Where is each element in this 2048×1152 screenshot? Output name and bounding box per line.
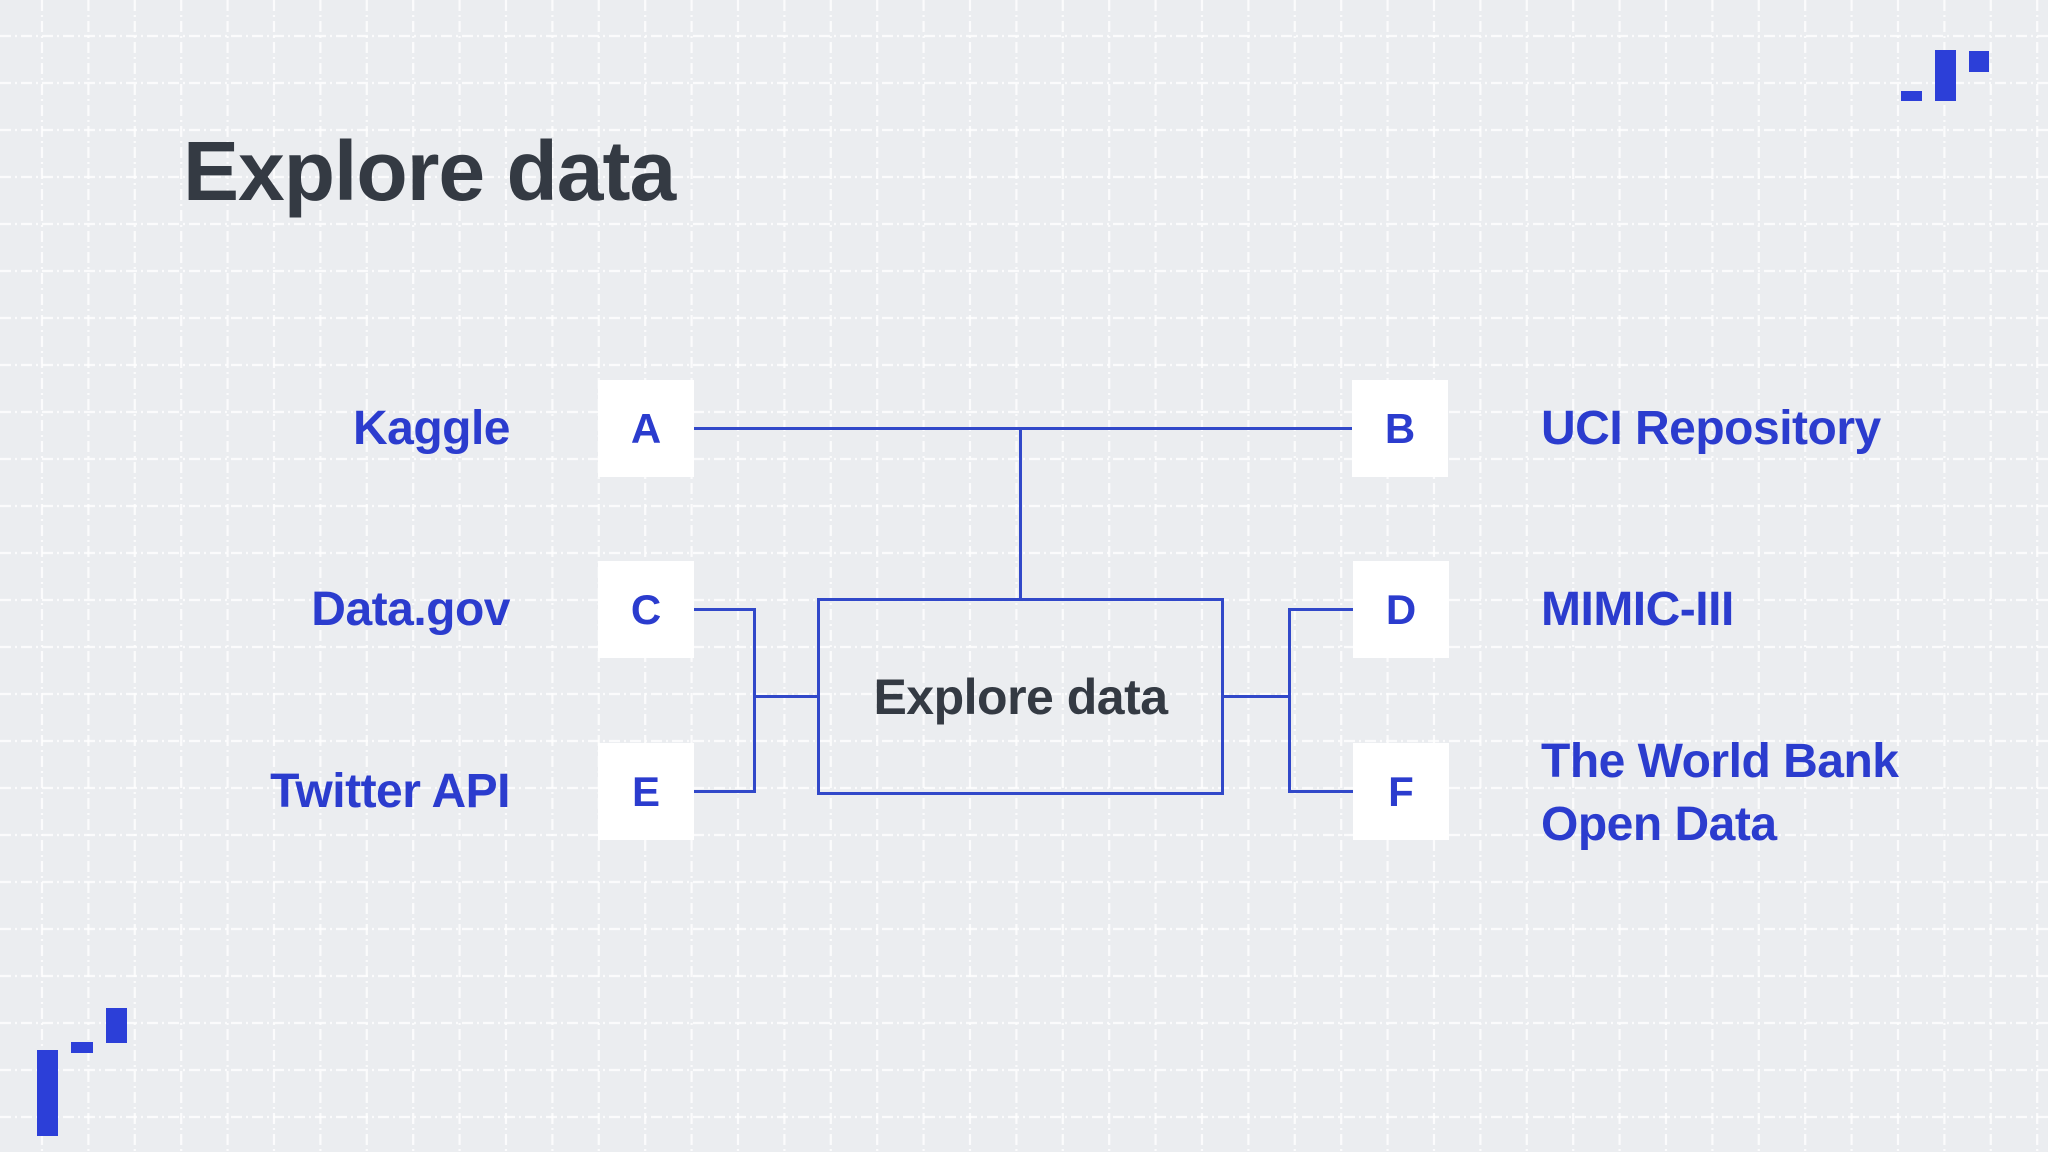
center-box-label: Explore data xyxy=(873,668,1168,725)
connector-left-bus xyxy=(753,608,756,793)
connector-bus-to-center-left xyxy=(755,695,818,698)
connector-right-bus xyxy=(1288,608,1291,793)
node-tile-a: A xyxy=(598,380,694,477)
node-label-uci-repository: UCI Repository xyxy=(1541,402,1881,455)
connector-a-to-b xyxy=(694,427,1352,430)
node-tile-c: C xyxy=(598,561,694,658)
connector-bus-to-f xyxy=(1290,790,1353,793)
decor-bar-icon xyxy=(1935,50,1956,101)
connector-ab-to-center xyxy=(1019,428,1022,600)
connector-c-to-bus xyxy=(694,608,755,611)
decor-square-icon xyxy=(1969,51,1989,72)
node-tile-d: D xyxy=(1353,561,1449,658)
slide-title: Explore data xyxy=(183,124,676,218)
node-label-kaggle: Kaggle xyxy=(352,402,511,455)
decor-dash-icon xyxy=(1901,91,1922,101)
decor-square-icon xyxy=(106,1008,127,1043)
connector-bus-to-d xyxy=(1290,608,1353,611)
node-label-twitter-api: Twitter API xyxy=(270,765,510,818)
decor-bar-icon xyxy=(37,1050,58,1136)
center-box: Explore data xyxy=(817,598,1224,795)
connector-e-to-bus xyxy=(694,790,755,793)
node-label-world-bank: The World Bank Open Data xyxy=(1541,735,1899,851)
node-tile-f: F xyxy=(1353,743,1449,840)
decor-dash-icon xyxy=(71,1042,93,1053)
node-label-datagov: Data.gov xyxy=(311,583,510,636)
node-tile-b: B xyxy=(1352,380,1448,477)
connector-center-to-bus-right xyxy=(1223,695,1289,698)
node-tile-e: E xyxy=(598,743,694,840)
node-label-mimic-iii: MIMIC-III xyxy=(1541,583,1734,636)
